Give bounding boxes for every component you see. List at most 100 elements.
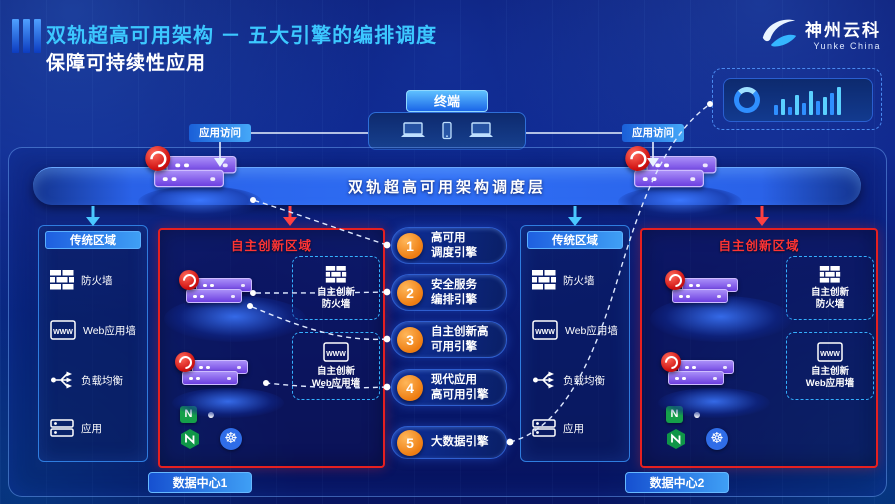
engine-label-line: 编排引擎 [431,293,477,306]
smartphone-icon [442,121,452,140]
app-access-label-left: 应用访问 [189,124,251,142]
engine-5-big-data: 5 大数据引擎 [391,426,507,459]
label-line: 自主创新 [810,366,849,378]
engine-label-line: 可用引擎 [431,340,477,353]
engine-number-badge: 3 [397,326,423,353]
datacenter-1-label: 数据中心1 [148,472,252,493]
nginx-hexagon-icon [180,428,200,450]
server-icon [672,289,728,303]
engine-label: 大数据引擎 [431,435,489,449]
www-text: WWW [53,329,73,336]
label-line: 防火墙 [321,298,351,310]
traditional-item: 应用 [39,418,147,438]
yunke-logo-disc-icon [661,352,681,372]
engine-number-badge: 4 [397,374,423,401]
application-icon [50,418,74,438]
traditional-item-label: 应用 [563,422,584,435]
traditional-item-label: 应用 [81,422,102,435]
traditional-item: 防火墙 [521,270,629,290]
innovation-waf-box: WWW 自主创新 Web应用墙 [786,332,874,400]
traditional-item-label: 负载均衡 [563,374,605,387]
datacenter-2-label: 数据中心2 [625,472,729,493]
innovation-server-cluster [179,270,256,308]
server-icon [182,371,238,385]
traditional-zone-title: 传统区域 [45,231,141,249]
engine-label-line: 调度引擎 [431,246,477,259]
web-app-wall-icon: WWW [323,342,349,362]
terminal-devices [368,112,526,150]
traditional-zone-title: 传统区域 [527,231,623,249]
innovation-server-cluster [661,352,738,390]
engine-label: 现代应用 高可用引擎 [431,373,489,401]
engine-label: 安全服务 编排引擎 [431,278,477,306]
label-line: Web应用墙 [311,378,361,389]
bar-chart-icon [774,85,841,115]
kubernetes-icon: ☸ [706,428,728,450]
innovation-waf-label: 自主创新 Web应用墙 [312,366,360,390]
label-line: Web应用墙 [805,378,855,389]
engine-label-line: 高可用 [431,232,466,245]
traditional-item-label: 防火墙 [563,274,595,287]
innovation-waf-box: WWW 自主创新 Web应用墙 [292,332,380,400]
logo-swoosh-icon [762,19,797,47]
engine-label-line: 现代应用 [431,374,477,387]
web-app-wall-icon: WWW [532,320,558,340]
scheduler-server-cluster-right [625,146,722,194]
slide-subtitle: 保障可持续性应用 [46,53,207,74]
innovation-zone-dc2: 自主创新区域 自主创新 防火墙 [640,228,878,468]
engine-4-modern-app-ha: 4 现代应用 高可用引擎 [391,369,507,406]
label-line: 自主创新 [316,286,355,298]
laptop-icon [469,122,493,137]
innovation-zone-title: 自主创新区域 [230,239,313,253]
traditional-item-label: Web应用墙 [565,324,618,337]
yunke-logo-disc-icon [665,270,685,290]
firewall-icon [532,270,556,290]
engine-label-line: 大数据引擎 [431,436,489,449]
server-icon [186,289,242,303]
logo-subtitle: Yunke China [813,40,881,51]
yunke-logo-disc-icon [625,146,651,171]
application-icon [532,418,556,438]
traditional-item: WWW Web应用墙 [521,320,629,340]
www-text: WWW [535,329,555,336]
server-icon [668,371,724,385]
traditional-item: 负载均衡 [39,370,147,390]
engine-3-innovation-ha: 3 自主创新高 可用引擎 [391,321,507,358]
traditional-item: 防火墙 [39,270,147,290]
load-balancer-icon [532,370,556,390]
engine-label: 自主创新高 可用引擎 [431,325,489,353]
server-platform [172,388,284,418]
firewall-icon [325,265,347,283]
innovation-zone-dc1: 自主创新区域 自主创新 防火墙 [158,228,385,468]
engine-label: 高可用 调度引擎 [431,231,477,259]
engine-number-badge: 2 [397,279,423,306]
label-line: 自主创新 [810,286,849,298]
metrics-dashboard-icon [723,78,873,122]
terminal-label: 终端 [406,90,488,112]
traditional-item: 应用 [521,418,629,438]
traditional-item-label: 负载均衡 [81,374,123,387]
innovation-firewall-box: 自主创新 防火墙 [786,256,874,320]
scheduler-label: 双轨超高可用架构调度层 [347,179,546,196]
company-logo: 神州云科 Yunke China [759,13,881,53]
innovation-server-cluster [175,352,252,390]
engine-1-ha-scheduling: 1 高可用 调度引擎 [391,227,507,264]
load-balancer-icon [50,370,74,390]
app-access-label-right: 应用访问 [622,124,684,142]
www-text: WWW [326,351,346,358]
server-icon [634,169,704,188]
innovation-firewall-box: 自主创新 防火墙 [292,256,380,320]
engine-label-line: 自主创新高 [431,326,489,339]
traditional-item-label: 防火墙 [81,274,113,287]
innovation-firewall-label: 自主创新 防火墙 [811,287,849,311]
server-platform [658,388,770,418]
kubernetes-icon: ☸ [220,428,242,450]
yunke-logo-disc-icon [179,270,199,290]
traditional-item: WWW Web应用墙 [39,320,147,340]
label-line: 防火墙 [815,298,845,310]
logo-text: 神州云科 Yunke China [805,16,881,51]
firewall-icon [50,270,74,290]
laptop-icon [401,122,425,137]
traditional-zone-dc1: 传统区域 防火墙 WWW Web应用墙 [38,225,148,462]
